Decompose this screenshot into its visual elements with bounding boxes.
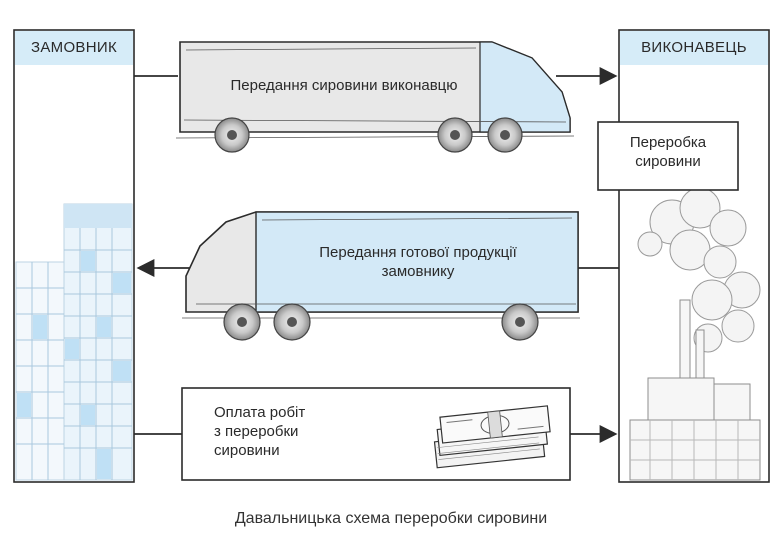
processing-box xyxy=(597,121,739,191)
product-transfer-label: Передання готової продукції замовнику xyxy=(319,244,517,280)
contractor-header-bg xyxy=(620,31,768,65)
factory-building-icon xyxy=(15,203,133,481)
customer-label: ЗАМОВНИК xyxy=(31,39,117,56)
money-stack-icon xyxy=(433,405,551,469)
processing-label: Переробка сировини xyxy=(629,134,707,170)
customer-header-bg xyxy=(15,31,133,65)
contractor-column xyxy=(618,29,770,483)
industrial-plant-icon xyxy=(629,299,761,481)
payment-label: Оплата робіт з переробки сировини xyxy=(214,404,306,459)
diagram-caption: Давальницька схема переробки сировини xyxy=(234,510,548,527)
flow-arrows xyxy=(134,67,619,443)
customer-column xyxy=(13,29,135,483)
truck-icon-raw-material xyxy=(175,41,575,153)
truck2-wheels xyxy=(223,303,539,341)
contractor-label: ВИКОНАВЕЦЬ xyxy=(641,39,747,56)
truck-icon-product xyxy=(182,211,580,341)
truck1-wheels xyxy=(214,117,523,153)
raw-material-transfer-label: Передання сировини виконавцю xyxy=(230,77,458,94)
smoke-icon xyxy=(637,187,761,353)
